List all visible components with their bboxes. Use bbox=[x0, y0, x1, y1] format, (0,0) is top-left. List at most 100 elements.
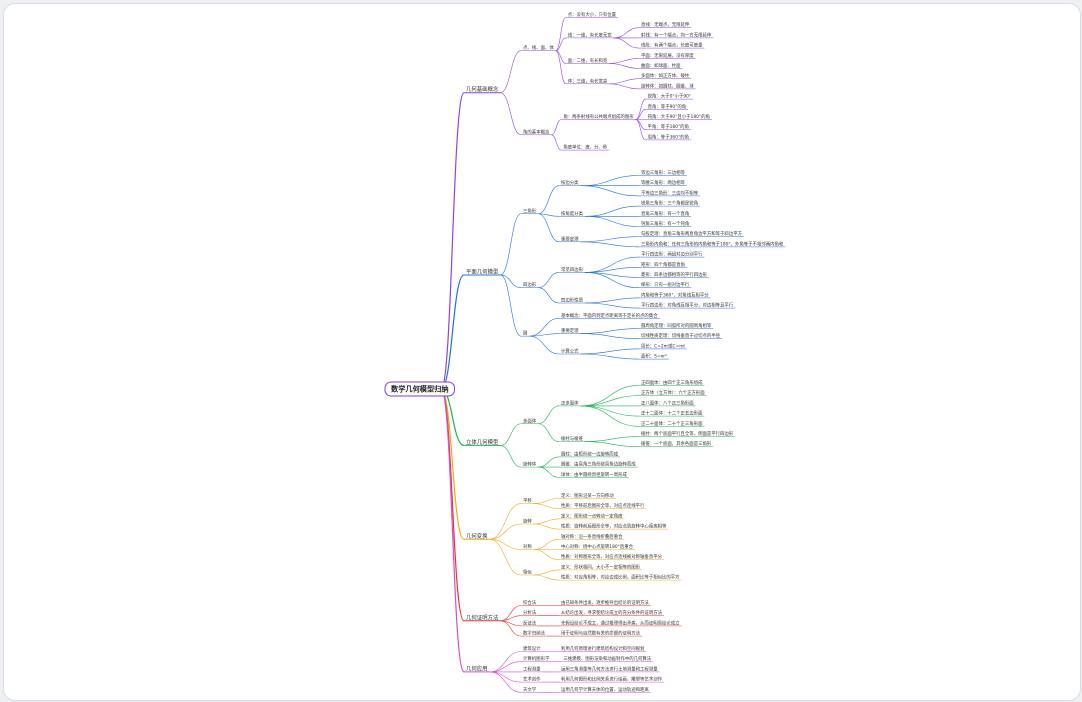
node-label-d3[interactable]: 利用几何原理进行建筑结构设计和空间规划 bbox=[561, 645, 644, 652]
node-label-d4[interactable]: 正方体（立方体）：六个正方形面 bbox=[641, 389, 705, 396]
node-label-d2[interactable]: 平移 bbox=[523, 497, 532, 504]
node-label-d4[interactable]: 多面体：如正方体、棱柱 bbox=[641, 72, 690, 79]
node-label-d4[interactable]: 菱形：四条边都相等的平行四边形 bbox=[641, 271, 707, 278]
node-label-d3[interactable]: 重要定理 bbox=[561, 327, 579, 334]
node-label-d4[interactable]: 正十二面体：十二个正五边形面 bbox=[641, 410, 703, 417]
node-label-d3[interactable]: 计算公式 bbox=[561, 348, 579, 355]
node-label-d3[interactable]: 定义：图形绕一点转动一定角度 bbox=[561, 512, 623, 519]
node-label-d3[interactable]: 定义：形状相同，大小不一定相等的图形 bbox=[561, 563, 641, 570]
node-label-d3[interactable]: 先假设结论不成立，通过推理得出矛盾，从而证明原结论成立 bbox=[561, 619, 680, 626]
node-label-d2[interactable]: 天文学 bbox=[523, 686, 537, 693]
node-label-d3[interactable]: 基本概念：平面内到定点距离等于定长的点的集合 bbox=[561, 312, 658, 319]
root-node[interactable] bbox=[384, 381, 456, 397]
node-label-d4[interactable]: 等边三角形：三边相等 bbox=[641, 169, 686, 176]
node-label-d2[interactable]: 计算机图形学 bbox=[523, 655, 550, 662]
node-label-d4[interactable]: 直角三角形：有一个直角 bbox=[641, 210, 689, 217]
node-label-d3[interactable]: 运用几何学计算天体的位置、运动轨迹和距离 bbox=[561, 686, 649, 693]
node-label-d3[interactable]: 中心对称：绕中心点旋转180°后重合 bbox=[561, 543, 634, 550]
node-label-d4[interactable]: 勾股定理：直角三角形两直角边平方和等于斜边平方 bbox=[641, 230, 743, 237]
node-label-d4[interactable]: 正八面体：八个正三角形面 bbox=[641, 399, 694, 406]
node-label-d3[interactable]: 性质：对应角相等，对应边成比例，面积比等于相似比的平方 bbox=[561, 574, 680, 581]
node-label-d3[interactable]: 面：二维，有长和宽 bbox=[568, 57, 608, 64]
node-label-d2[interactable]: 旋转体 bbox=[523, 461, 537, 468]
node-label-d4[interactable]: 三角形内角和：任何三角形的内角和等于180°，外角等于不相邻两内角和 bbox=[641, 240, 783, 247]
node-label-d3[interactable]: 从结论出发，寻求使结论成立的充分条件的证明方法 bbox=[561, 609, 663, 616]
node-label-d4[interactable]: 直线：无端点，无限延伸 bbox=[641, 21, 690, 28]
node-label-d4[interactable]: 平面：无限延展，没有厚度 bbox=[641, 52, 694, 59]
node-label-d2[interactable]: 对称 bbox=[523, 543, 532, 550]
node-label-d4[interactable]: 锐角三角形：三个角都是锐角 bbox=[641, 200, 698, 207]
node-label-d1[interactable]: 平面几何模型 bbox=[466, 267, 499, 275]
node-label-d1[interactable]: 几何基础概念 bbox=[466, 85, 499, 93]
node-label-d3[interactable]: 轴对称：沿一条直线折叠后重合 bbox=[561, 533, 623, 540]
node-label-d2[interactable]: 建筑设计 bbox=[523, 645, 541, 652]
node-label-d4[interactable]: 不等边三角形：三边均不相等 bbox=[641, 189, 699, 196]
node-label-d3[interactable]: 性质：平移前后图形全等，对应点连线平行 bbox=[561, 502, 645, 509]
node-label-d3[interactable]: 三维建模、图形渲染和动画制作中的几何算法 bbox=[563, 655, 651, 662]
node-label-d3[interactable]: 圆柱：由矩形绕一边旋转而成 bbox=[561, 450, 619, 457]
node-label-d4[interactable]: 平行四边形：对角线互相平分，对边相等且平行 bbox=[641, 302, 734, 309]
node-label-d4[interactable]: 梯形：只有一组对边平行 bbox=[641, 281, 690, 288]
node-label-d3[interactable]: 正多面体 bbox=[561, 399, 579, 406]
node-label-d3[interactable]: 用于证明与自然数有关的命题的证明方法 bbox=[561, 630, 641, 637]
node-label-d3[interactable]: 由已知条件出发，逐步推导出结论的证明方法 bbox=[561, 599, 649, 606]
node-label-d2[interactable]: 多面体 bbox=[523, 417, 537, 424]
node-label-d4[interactable]: 钝角三角形：有一个钝角 bbox=[641, 220, 689, 227]
node-label-d1[interactable]: 几何变换 bbox=[466, 532, 488, 540]
node-label-d3[interactable]: 利用几何图形和比例关系进行绘画、雕塑等艺术创作 bbox=[561, 676, 663, 683]
node-label-d3[interactable]: 按边分类 bbox=[561, 179, 579, 186]
node-label-d3[interactable]: 圆锥：由直角三角形绕直角边旋转而成 bbox=[561, 461, 636, 468]
node-label-d3[interactable]: 重要定理 bbox=[561, 235, 579, 242]
node-label-d2[interactable]: 点、线、面、体 bbox=[523, 44, 554, 51]
node-label-d4[interactable]: 棱柱：两个底面平行且全等，侧面是平行四边形 bbox=[641, 430, 734, 437]
node-label-d4[interactable]: 曲面：如球面、柱面 bbox=[641, 62, 681, 69]
node-label-d4[interactable]: 平角：等于180°的角 bbox=[648, 123, 689, 130]
node-label-d4[interactable]: 面积：S=πr² bbox=[641, 353, 667, 360]
node-label-d4[interactable]: 射线：有一个端点，向一方无限延伸 bbox=[641, 31, 712, 38]
node-label-d3[interactable]: 棱柱与棱锥 bbox=[561, 435, 584, 442]
node-label-d4[interactable]: 锐角：大于0°小于90° bbox=[648, 93, 692, 100]
node-label-d4[interactable]: 正二十面体：二十个正三角形面 bbox=[641, 420, 703, 427]
node-label-d4[interactable]: 平行四边形：两组对边分别平行 bbox=[641, 251, 703, 258]
node-label-d3[interactable]: 按角度分类 bbox=[561, 210, 584, 217]
node-label-d4[interactable]: 圆周角定理：同弧所对的圆周角相等 bbox=[641, 322, 712, 329]
node-label-d2[interactable]: 数学归纳法 bbox=[523, 630, 546, 637]
node-label-d2[interactable]: 综合法 bbox=[523, 599, 537, 606]
node-label-d3[interactable]: 运用三角测量等几何方法进行土地测量和工程测量 bbox=[561, 665, 658, 672]
node-label-d2[interactable]: 艺术创作 bbox=[523, 676, 541, 683]
node-label-d4[interactable]: 矩形：四个角都是直角 bbox=[641, 261, 685, 268]
node-label-d3[interactable]: 常见四边形 bbox=[561, 266, 584, 273]
node-label-d4[interactable]: 等腰三角形：两边相等 bbox=[641, 179, 686, 186]
node-label-d4[interactable]: 线段：有两个端点，长度可度量 bbox=[641, 42, 703, 49]
node-label-d3[interactable]: 线：一维，有长度无宽 bbox=[568, 31, 613, 38]
node-label-d3[interactable]: 角：两条射线有公共端点组成的图形 bbox=[563, 113, 634, 120]
node-label-d2[interactable]: 三角形 bbox=[523, 207, 537, 214]
node-label-d4[interactable]: 钝角：大于90°且小于180°的角 bbox=[648, 113, 710, 120]
node-label-d3[interactable]: 体：三维，有长宽高 bbox=[568, 77, 608, 84]
node-label-d2[interactable]: 四边形 bbox=[523, 281, 537, 288]
mindmap-canvas[interactable]: 几何基础概念 点、线、面、体 点：没有大小，只有位置线：一维，有长度无宽 直线：无端点… bbox=[3, 3, 1081, 701]
node-label-d3[interactable]: 角度单位：度、分、秒 bbox=[563, 144, 608, 151]
node-label-d3[interactable]: 点：没有大小，只有位置 bbox=[568, 11, 617, 18]
node-label-d4[interactable]: 切线性质定理：切线垂直于过切点的半径 bbox=[641, 332, 721, 339]
node-label-d2[interactable]: 工程测量 bbox=[523, 665, 541, 672]
node-label-d2[interactable]: 相似 bbox=[523, 569, 532, 576]
node-label-d3[interactable]: 性质：对称图形全等，对应点连线被对称轴垂直平分 bbox=[561, 553, 663, 560]
node-label-d1[interactable]: 几何应用 bbox=[466, 664, 488, 672]
node-label-d2[interactable]: 圆 bbox=[523, 331, 528, 337]
node-label-d4[interactable]: 周角：等于360°的角 bbox=[648, 133, 689, 140]
node-label-d3[interactable]: 球体：由半圆绕直径旋转一周形成 bbox=[561, 471, 627, 478]
node-label-d2[interactable]: 反证法 bbox=[523, 619, 537, 626]
node-label-d4[interactable]: 棱锥：一个底面，其余各面是三角形 bbox=[641, 440, 712, 447]
node-label-d3[interactable]: 性质：旋转前后图形全等，对应点到旋转中心距离相等 bbox=[561, 523, 667, 530]
node-label-d2[interactable]: 角的基本概念 bbox=[523, 128, 550, 135]
node-label-d2[interactable]: 分析法 bbox=[523, 609, 537, 616]
node-label-d4[interactable]: 正四面体：由四个正三角形组成 bbox=[641, 379, 703, 386]
node-label-d1[interactable]: 几何证明方法 bbox=[466, 613, 499, 621]
node-label-d3[interactable]: 四边形性质 bbox=[561, 297, 584, 304]
node-label-d4[interactable]: 周长：C=2πr或C=πd bbox=[641, 342, 685, 349]
node-label-d1[interactable]: 立体几何模型 bbox=[466, 438, 499, 446]
node-label-d4[interactable]: 旋转体：如圆柱、圆锥、球 bbox=[641, 82, 694, 89]
node-label-d2[interactable]: 旋转 bbox=[523, 518, 532, 525]
node-label-d4[interactable]: 内角和等于360°，对角线互相平分 bbox=[641, 291, 709, 298]
